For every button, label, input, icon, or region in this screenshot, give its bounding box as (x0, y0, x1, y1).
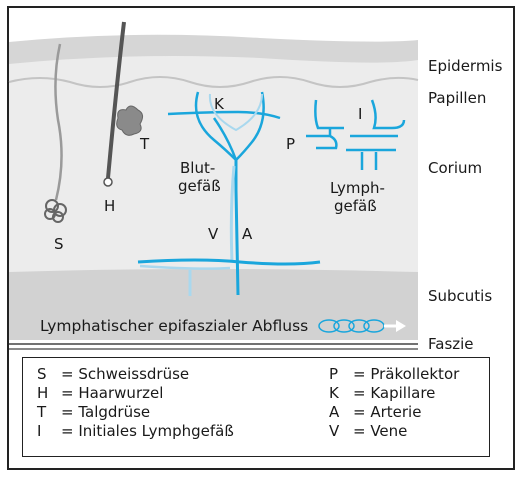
label-blutgefaess-1: Blut- (180, 160, 215, 177)
legend-box: S= Schweissdrüse H= Haarwurzel T= Talgdr… (22, 357, 490, 457)
label-blutgefaess-2: gefäß (178, 178, 221, 195)
legend-row: I= Initiales Lymphgefäß (37, 423, 234, 440)
legend-text: = Talgdrüse (61, 403, 150, 421)
legend-row: S= Schweissdrüse (37, 366, 189, 383)
legend-row: H= Haarwurzel (37, 385, 163, 402)
legend-key: S (37, 366, 61, 383)
label-a: A (242, 226, 252, 243)
legend-text: = Präkollektor (353, 365, 459, 383)
legend-row: K= Kapillare (329, 385, 435, 402)
label-i: I (358, 106, 362, 123)
legend-key: I (37, 423, 61, 440)
legend-row: A= Arterie (329, 404, 421, 421)
legend-text: = Kapillare (353, 384, 435, 402)
layer-papillen: Papillen (428, 90, 486, 107)
label-p: P (286, 136, 295, 153)
legend-text: = Vene (353, 422, 407, 440)
label-v: V (208, 226, 218, 243)
legend-row: V= Vene (329, 423, 407, 440)
label-lymphgefaess-1: Lymph- (330, 180, 385, 197)
legend-key: A (329, 404, 353, 421)
legend-key: H (37, 385, 61, 402)
hair-bulb (104, 178, 112, 186)
legend-text: = Arterie (353, 403, 421, 421)
label-k: K (214, 96, 224, 113)
layer-subcutis: Subcutis (428, 288, 492, 305)
legend-row: T= Talgdrüse (37, 404, 150, 421)
legend-text: = Schweissdrüse (61, 365, 189, 383)
label-s: S (54, 236, 64, 253)
layer-faszie: Faszie (428, 336, 474, 353)
legend-key: T (37, 404, 61, 421)
legend-text: = Initiales Lymphgefäß (61, 422, 234, 440)
label-lymphgefaess-2: gefäß (334, 198, 377, 215)
legend-text: = Haarwurzel (61, 384, 163, 402)
legend-row: P= Präkollektor (329, 366, 459, 383)
legend-key: P (329, 366, 353, 383)
label-abfluss: Lymphatischer epifaszialer Abfluss (40, 318, 308, 335)
layer-corium: Corium (428, 160, 482, 177)
layer-epidermis: Epidermis (428, 58, 502, 75)
legend-key: K (329, 385, 353, 402)
legend-key: V (329, 423, 353, 440)
label-h: H (104, 198, 115, 215)
label-t: T (140, 136, 149, 153)
